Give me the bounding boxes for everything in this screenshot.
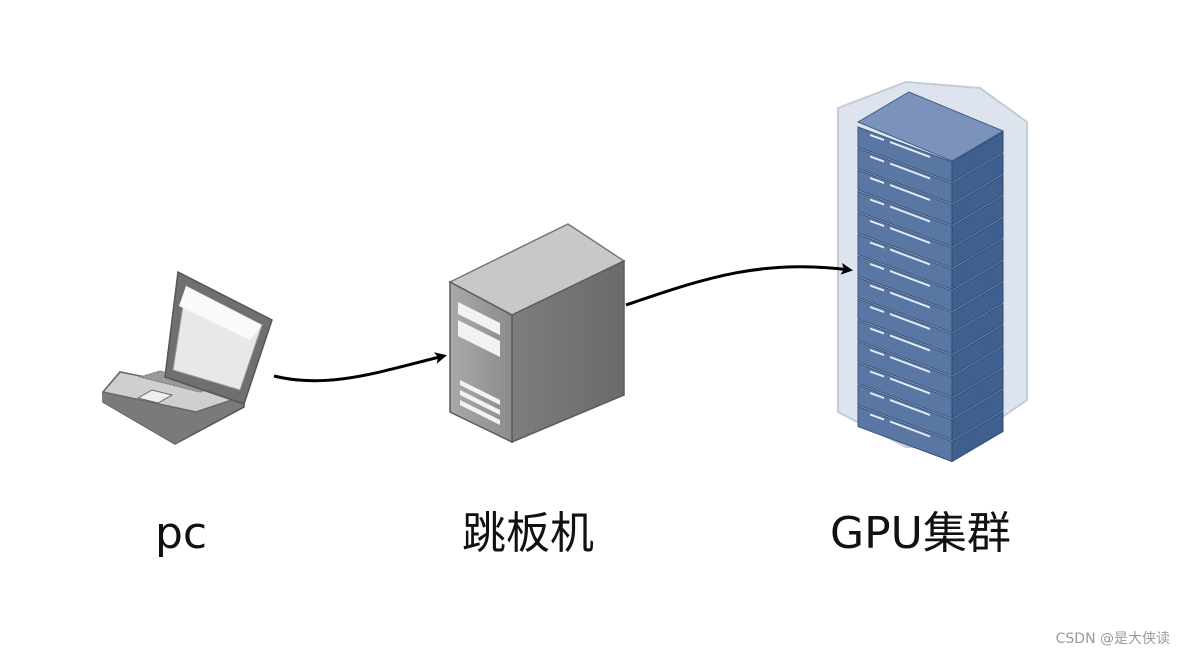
- server-rack-icon: [837, 80, 1028, 463]
- node-label-pc: pc: [155, 508, 208, 559]
- tower-server-icon: [448, 223, 626, 444]
- watermark: CSDN @是大侠读: [1055, 631, 1170, 647]
- node-label-gpu-cluster: GPU集群: [830, 508, 1011, 559]
- arrow-pc-to-jump: [273, 352, 447, 383]
- laptop-icon: [101, 270, 273, 445]
- node-label-jump-server: 跳板机: [462, 508, 594, 559]
- arrow-jump-to-gpu: [625, 262, 853, 307]
